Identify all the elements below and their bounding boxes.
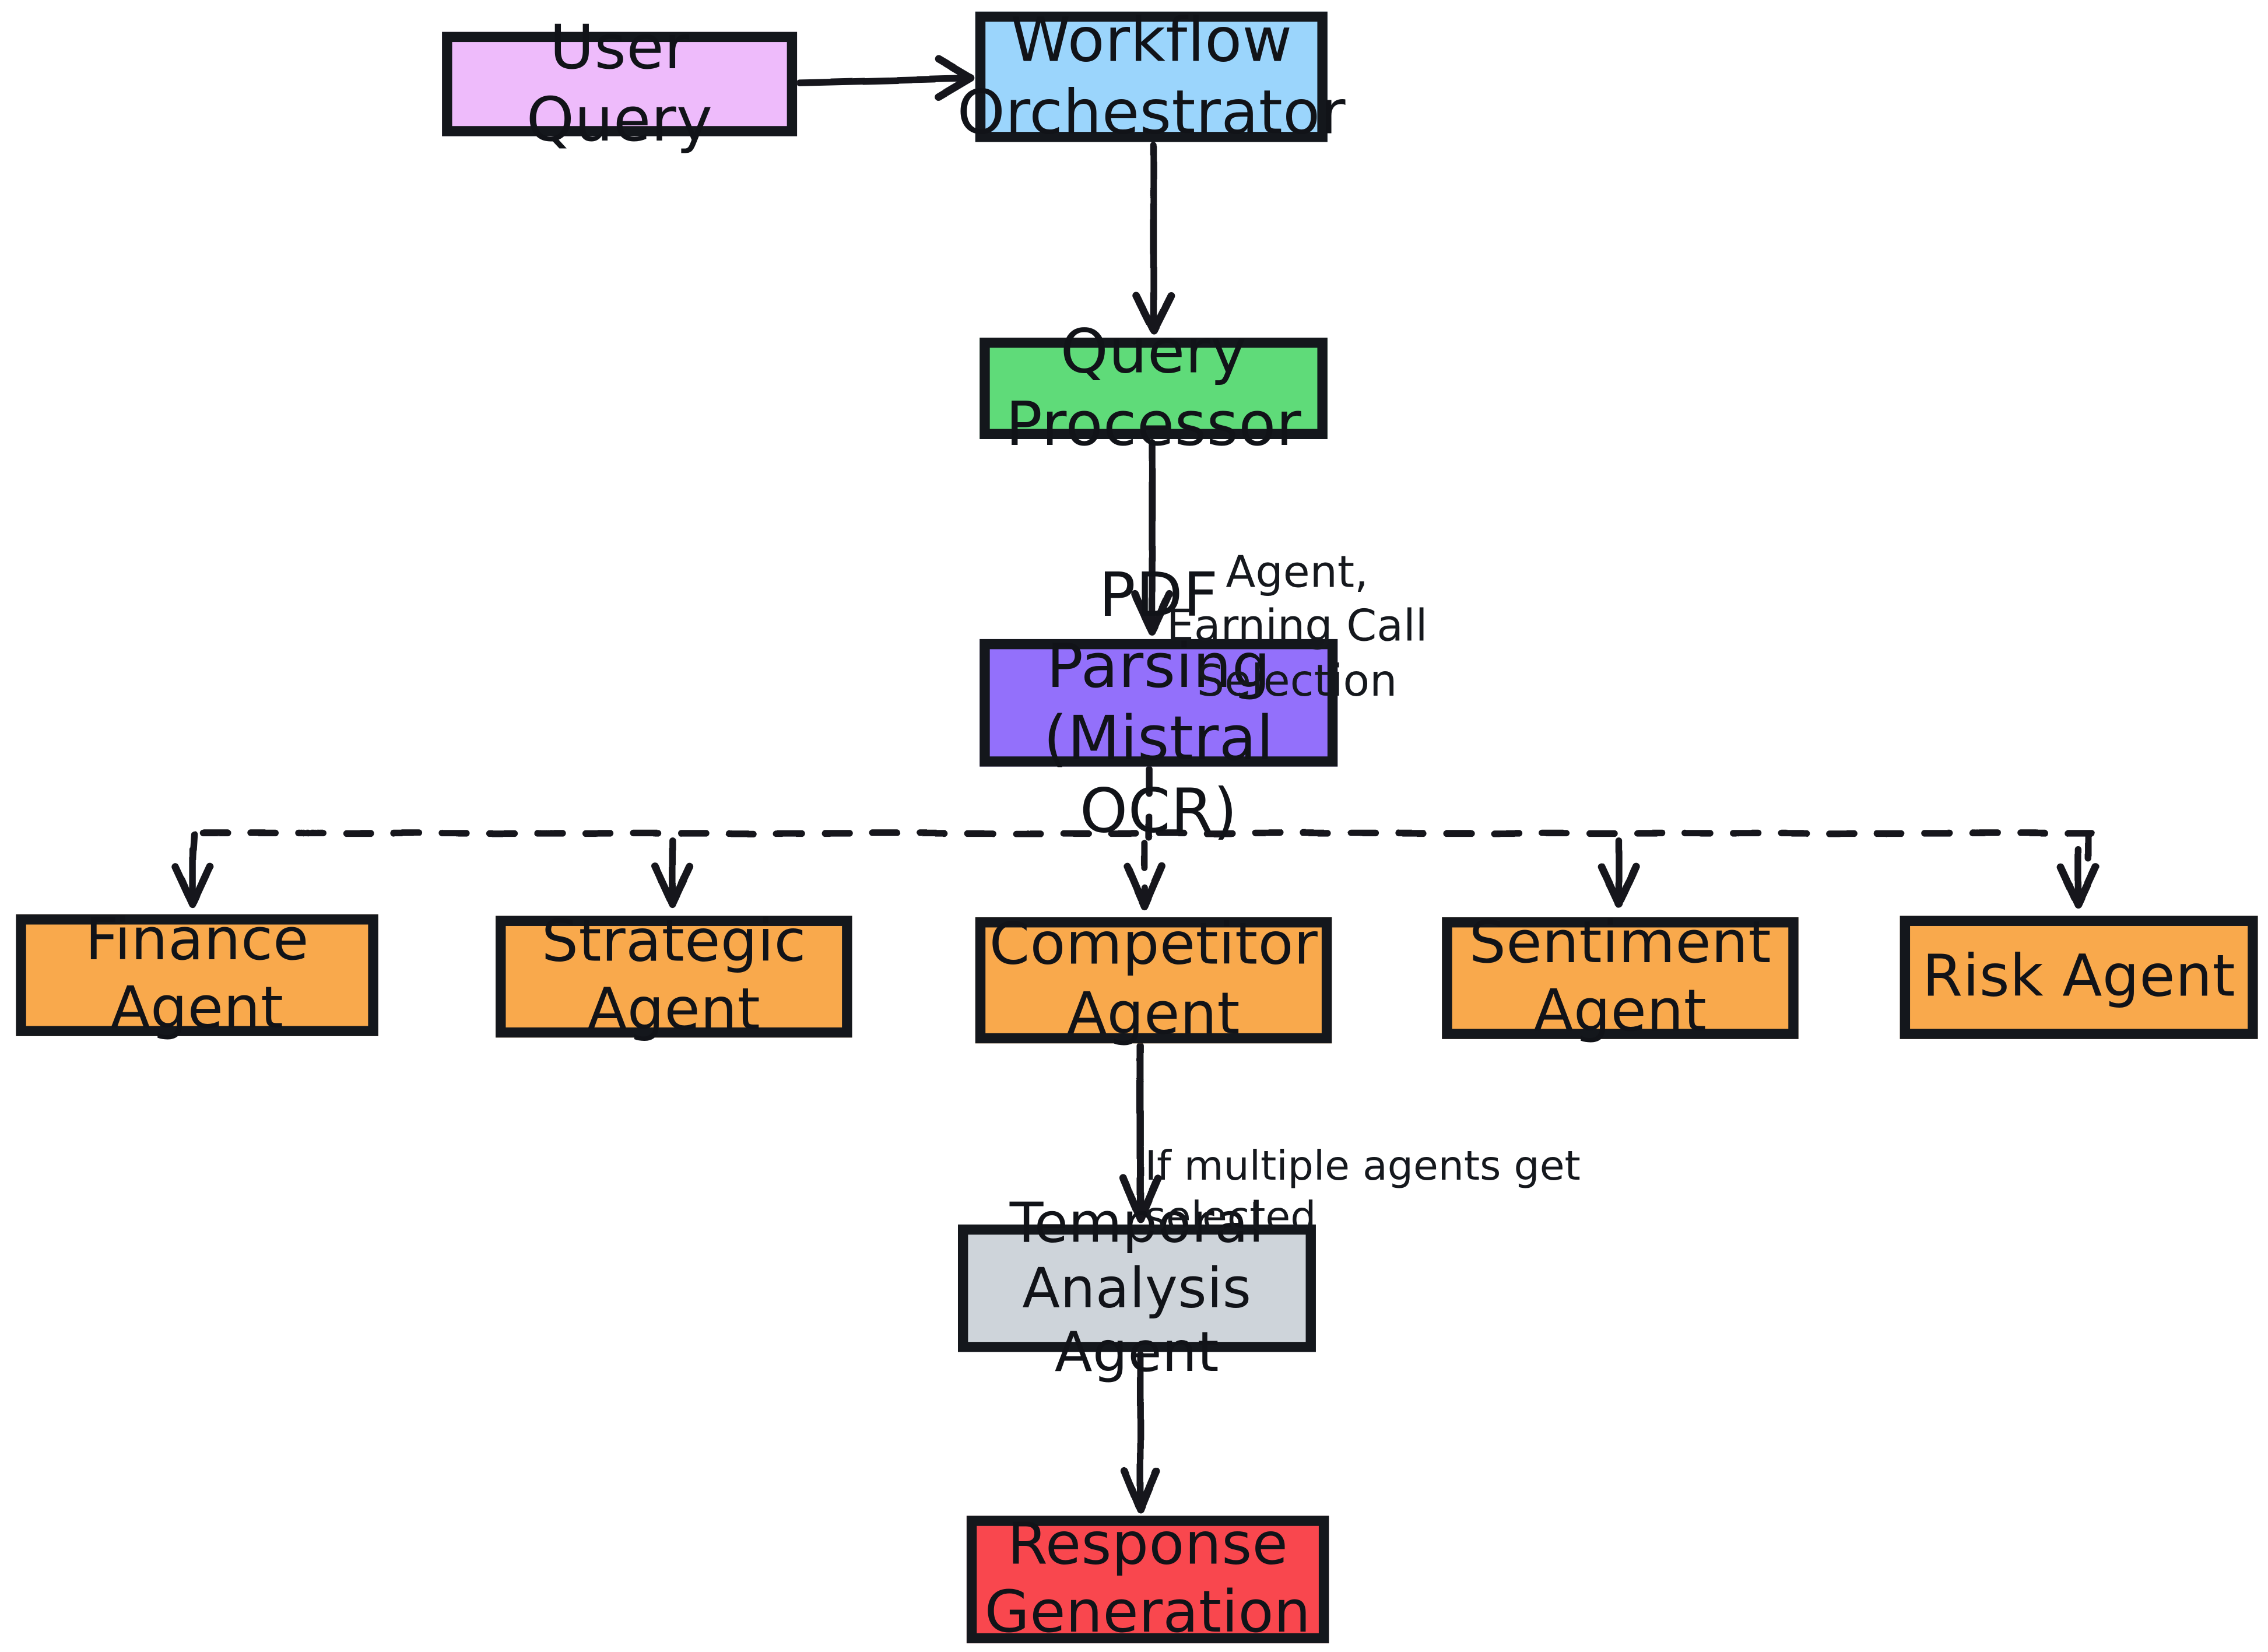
node-temporal-analysis-agent-label: Temporal Analysis Agent [1009, 1191, 1265, 1385]
node-pdf-parsing[interactable]: PDF Parsing (Mistral OCR) [979, 559, 1338, 846]
node-sentiment-agent[interactable]: Sentiment Agent [1442, 910, 1799, 1045]
edge-label-agent-earning-call-selection-text: Agent, Earning Call Selection [1166, 547, 1428, 707]
node-response-generation-label: Response Generation [984, 1511, 1311, 1647]
edge-arrow-to-sentiment-agent [1598, 837, 1640, 909]
node-risk-agent-label: Risk Agent [1922, 943, 2236, 1010]
node-sentiment-agent-label: Sentiment Agent [1469, 910, 1772, 1045]
edge-user-query-to-orchestrator [796, 55, 975, 101]
node-competitor-agent[interactable]: Competitor Agent [975, 912, 1332, 1047]
node-workflow-orchestrator[interactable]: Workflow Orchestrator [957, 5, 1346, 148]
node-temporal-analysis-agent[interactable]: Temporal Analysis Agent [957, 1191, 1316, 1384]
node-query-processor-label: Query Processor [1005, 316, 1302, 460]
edge-label-agent-earning-call-selection: Agent, Earning Call Selection [1159, 491, 1434, 708]
node-finance-agent[interactable]: Finance Agent [16, 907, 378, 1042]
edge-arrow-to-finance-agent [171, 846, 214, 909]
node-user-query[interactable]: User Query [442, 12, 798, 155]
node-workflow-orchestrator-label: Workflow Orchestrator [957, 5, 1346, 148]
node-pdf-parsing-label: PDF Parsing (Mistral OCR) [1043, 559, 1274, 846]
node-response-generation[interactable]: Response Generation [966, 1511, 1329, 1646]
edge-arrow-to-risk-agent [2057, 846, 2100, 909]
edge-orchestrator-to-query-processor [1132, 141, 1175, 335]
node-strategic-agent[interactable]: Strategic Agent [496, 909, 852, 1043]
node-user-query-label: User Query [526, 12, 713, 155]
node-competitor-agent-label: Competitor Agent [989, 911, 1318, 1047]
node-risk-agent[interactable]: Risk Agent [1900, 916, 2258, 1039]
edge-arrow-to-strategic-agent [651, 837, 694, 909]
edge-label-if-multiple-agents-selected: If multiple agents get selected [1145, 1090, 1623, 1242]
node-strategic-agent-label: Strategic Agent [541, 908, 806, 1044]
edge-label-if-multiple-agents-selected-text: If multiple agents get selected [1144, 1142, 1581, 1241]
node-finance-agent-label: Finance Agent [85, 907, 309, 1042]
edge-arrow-to-competitor-agent [1124, 840, 1166, 911]
node-query-processor[interactable]: Query Processor [979, 317, 1328, 460]
